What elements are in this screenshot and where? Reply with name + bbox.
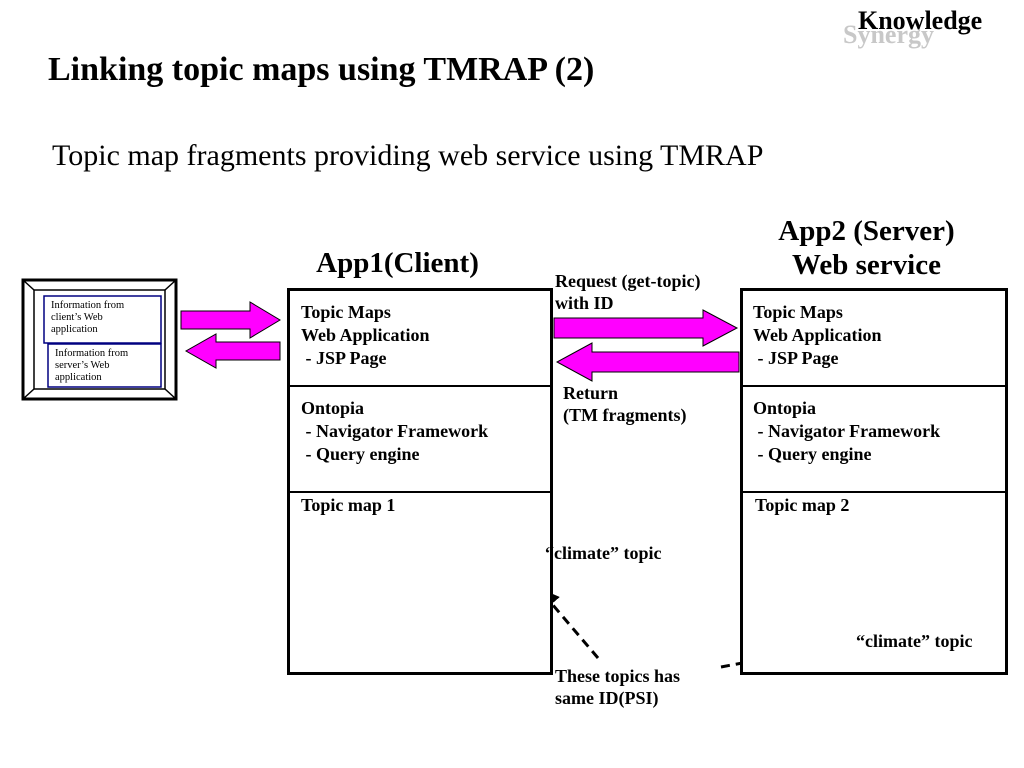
logo-synergy: Synergy (843, 20, 934, 49)
server-info-text: Information from server’s Web applicatio… (55, 348, 129, 383)
client-info-text: Information from client’s Web applicatio… (51, 300, 125, 335)
app2-layer-topicmap: Topic map 2 (755, 495, 850, 515)
slide-subtitle: Topic map fragments providing web servic… (52, 139, 764, 172)
app2-stack (740, 288, 1008, 675)
app2-layer-webapp: Topic Maps Web Application - JSP Page (753, 302, 882, 368)
climate-topic-label-2: “climate” topic (856, 631, 973, 651)
logo-knowledge: Knowledge (858, 6, 983, 35)
app1-layer-topicmap: Topic map 1 (301, 495, 396, 515)
client-window-frame (21, 278, 178, 401)
app1-title: App1(Client) (316, 247, 479, 279)
arrow-client-to-app1 (180, 301, 281, 339)
request-arrow (553, 309, 739, 347)
app1-layer-ontopia: Ontopia - Navigator Framework - Query en… (301, 398, 489, 464)
same-id-label: These topics has same ID(PSI) (555, 666, 681, 708)
app1-layer-webapp: Topic Maps Web Application - JSP Page (301, 302, 430, 368)
return-arrow (555, 342, 740, 382)
request-label: Request (get-topic) with ID (555, 271, 701, 313)
app2-layer-ontopia: Ontopia - Navigator Framework - Query en… (753, 398, 941, 464)
slide-title: Linking topic maps using TMRAP (2) (48, 51, 595, 88)
climate-topic-label-1: “climate” topic (545, 543, 662, 563)
app2-title: App2 (Server) Web service (778, 215, 955, 281)
return-label: Return (TM fragments) (563, 383, 687, 425)
arrow-app1-to-client (184, 333, 281, 369)
app1-stack (287, 288, 553, 675)
